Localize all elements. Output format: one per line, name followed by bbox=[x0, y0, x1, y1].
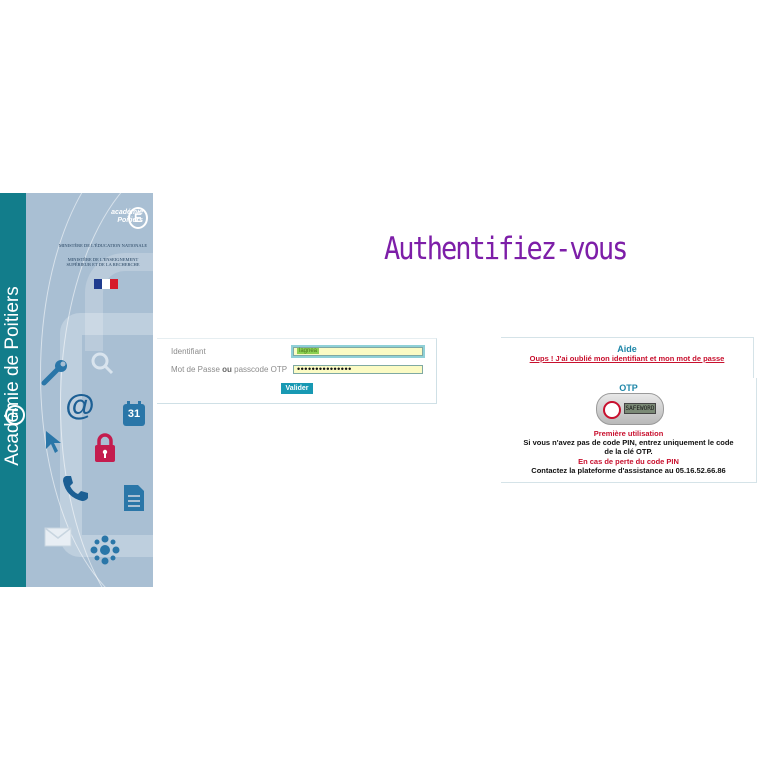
at-icon: @ bbox=[65, 389, 95, 422]
cursor-icon bbox=[44, 429, 64, 455]
ministry-education: MINISTÈRE DE L'ÉDUCATION NATIONALE bbox=[58, 243, 148, 248]
login-form: Identifiant lagnea Mot de Passe ou passc… bbox=[157, 338, 437, 404]
envelope-icon bbox=[44, 527, 72, 547]
ministry-higher-education: MINISTÈRE DE L'ENSEIGNEMENT SUPÉRIEUR ET… bbox=[66, 257, 140, 267]
forgot-credentials-link[interactable]: Oups ! J'ai oublié mon identifiant et mo… bbox=[529, 354, 725, 363]
document-icon bbox=[122, 483, 146, 513]
identifiant-label: Identifiant bbox=[171, 347, 206, 356]
contact-text: Contactez la plateforme d'assistance au … bbox=[531, 466, 726, 475]
academy-banner: Académie de Poitiers É académie Poitiers… bbox=[0, 193, 153, 587]
vertical-title: Académie de Poitiers bbox=[2, 286, 23, 466]
curve-decoration bbox=[60, 193, 153, 587]
first-use-text-line1: Si vous n'avez pas de code PIN, entrez u… bbox=[523, 438, 734, 447]
calendar-day: 31 bbox=[127, 408, 141, 420]
aide-panel: Aide Oups ! J'ai oublié mon identifiant … bbox=[501, 337, 754, 378]
french-flag-icon bbox=[94, 279, 118, 289]
phone-icon bbox=[60, 473, 90, 503]
banner-vertical-strip: Académie de Poitiers É bbox=[0, 193, 26, 587]
aide-title: Aide bbox=[617, 344, 637, 354]
otp-token-screen: SAFEWORD bbox=[624, 403, 656, 414]
identifiant-value: lagnea bbox=[297, 348, 320, 354]
magnifier-icon bbox=[90, 351, 114, 375]
otp-token-ring bbox=[603, 401, 621, 419]
wrench-icon bbox=[40, 357, 70, 387]
first-use-heading: Première utilisation bbox=[593, 429, 664, 438]
calendar-icon: 31 bbox=[122, 401, 146, 427]
password-label-part1: Mot de Passe bbox=[171, 365, 223, 374]
valider-button[interactable]: Valider bbox=[281, 383, 313, 394]
password-label: Mot de Passe ou passcode OTP bbox=[171, 365, 287, 374]
lost-pin-heading: En cas de perte du code PIN bbox=[578, 457, 679, 466]
password-label-or: ou bbox=[222, 365, 232, 374]
otp-panel: OTP SAFEWORD Première utilisation Si vou… bbox=[501, 378, 757, 483]
password-label-part2: passcode OTP bbox=[231, 365, 288, 374]
otp-token-icon: SAFEWORD bbox=[596, 393, 664, 425]
identifiant-input[interactable]: lagnea bbox=[291, 345, 425, 358]
strip-logo-icon: É bbox=[5, 405, 25, 425]
network-icon bbox=[90, 535, 120, 565]
first-use-text-line2: de la clé OTP. bbox=[604, 447, 653, 456]
padlock-icon bbox=[92, 433, 118, 463]
password-input[interactable]: ••••••••••••••• bbox=[293, 365, 423, 374]
brand-logo-icon: É bbox=[128, 207, 148, 229]
brand-line1: académie bbox=[111, 209, 143, 216]
otp-title: OTP bbox=[619, 383, 638, 393]
page-title: Authentifiez-vous bbox=[384, 231, 628, 267]
curve-decoration bbox=[40, 193, 153, 587]
